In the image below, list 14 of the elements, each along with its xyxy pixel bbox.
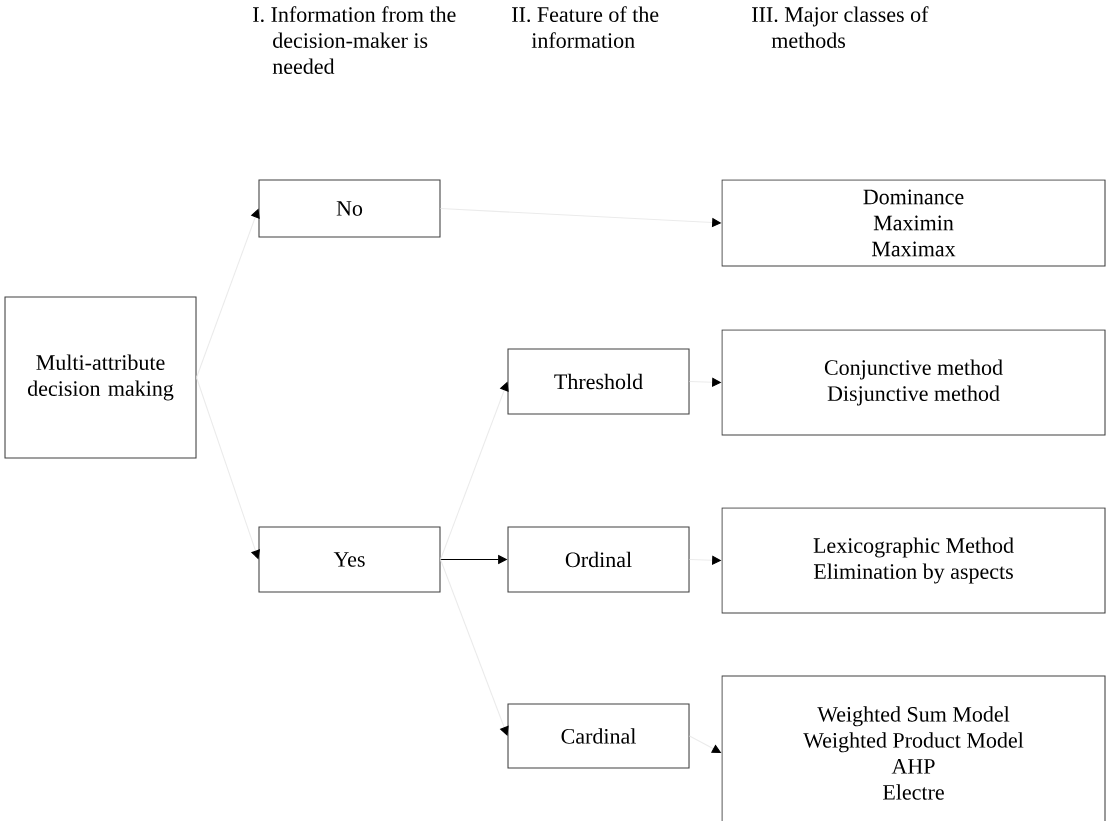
method-box: Lexicographic Method Elimination by aspects	[721, 507, 1106, 614]
column-heading: II. Feature of the information	[512, 6, 659, 48]
feature-box: Threshold	[507, 348, 690, 415]
method-box: Weighted Sum Model Weighted Product Model AHP Electre	[721, 675, 1106, 821]
column-heading: I. Information from the decision-maker is needed	[253, 6, 456, 74]
column-heading: III. Major classes of methods	[752, 6, 929, 48]
answer-box: No	[258, 179, 441, 238]
root-box: Multi-attribute decision making	[4, 296, 197, 459]
method-box: Conjunctive method Disjunctive method	[721, 329, 1106, 436]
feature-box: Cardinal	[507, 703, 690, 769]
answer-box: Yes	[258, 526, 441, 593]
arrow	[440, 558, 509, 736]
feature-box: Ordinal	[507, 526, 690, 593]
method-box: Dominance Maximin Maximax	[721, 179, 1106, 267]
